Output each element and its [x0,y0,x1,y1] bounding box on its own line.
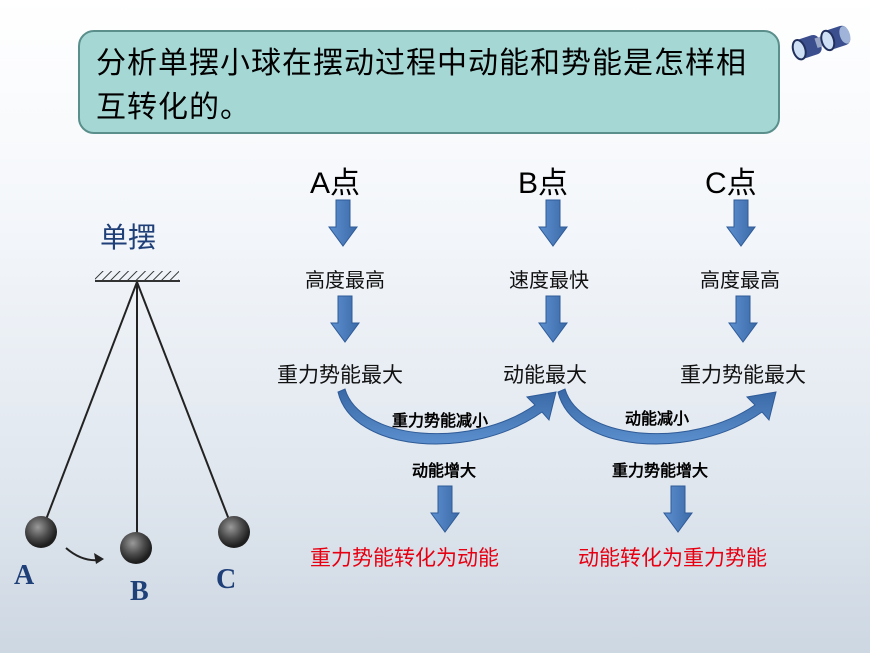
below-label-1: 动能增大 [412,461,477,480]
pendulum-ball-b [120,532,152,564]
pendulum-label: 单摆 [100,221,157,254]
down-arrow-icon [538,295,568,343]
down-arrow-icon [328,199,358,247]
conclusion-2: 动能转化为重力势能 [578,546,767,570]
pendulum-string-c [136,281,234,531]
down-arrow-icon [663,485,693,533]
column-state-b: 速度最快 [509,268,589,292]
column-result-c: 重力势能最大 [680,363,806,387]
column-result-b: 动能最大 [503,363,587,387]
pendulum-ball-c [218,516,250,548]
curved-arrow-icon [337,388,557,445]
down-arrow-icon [538,199,568,247]
title-box: 分析单摆小球在摆动过程中动能和势能是怎样相互转化的。 [78,30,780,134]
column-point-b: B点 [518,167,569,200]
pendulum-support [95,271,179,280]
arc-label-1: 重力势能减小 [392,411,489,430]
down-arrow-icon [430,485,460,533]
binoculars-icon [791,25,851,61]
pendulum-string-a [41,281,138,531]
point-label-c: C [216,564,237,595]
curved-arrow-icon [557,388,777,445]
down-arrow-icon [728,295,758,343]
column-state-c: 高度最高 [700,268,780,292]
point-label-a: A [14,560,35,591]
column-state-a: 高度最高 [305,268,385,292]
pendulum-ball-a [25,516,57,548]
column-result-a: 重力势能最大 [277,363,403,387]
arc-label-2: 动能减小 [625,409,690,428]
below-label-2: 重力势能增大 [612,461,709,480]
down-arrow-icon [330,295,360,343]
column-point-c: C点 [705,167,757,200]
point-label-b: B [130,576,149,607]
conclusion-1: 重力势能转化为动能 [310,546,499,570]
down-arrow-icon [726,199,756,247]
title-text: 分析单摆小球在摆动过程中动能和势能是怎样相互转化的。 [96,46,747,125]
column-point-a: A点 [310,167,361,200]
